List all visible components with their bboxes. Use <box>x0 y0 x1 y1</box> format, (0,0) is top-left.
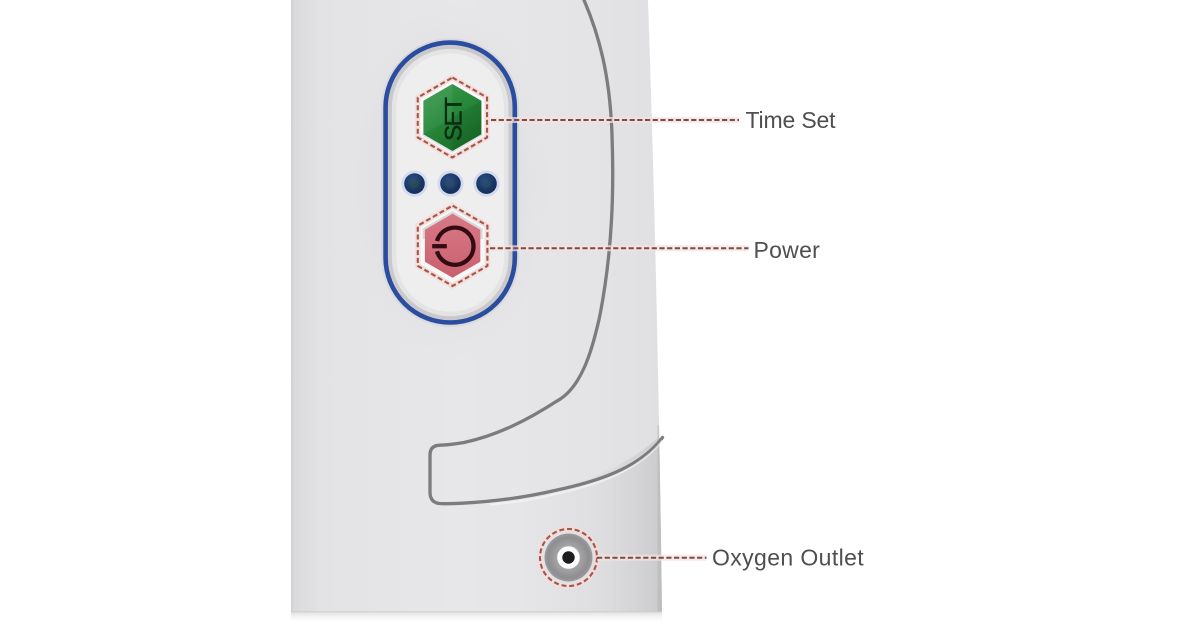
svg-text:SET: SET <box>441 97 468 141</box>
svg-text:Oxygen Outlet: Oxygen Outlet <box>712 544 864 570</box>
svg-text:Power: Power <box>754 237 821 263</box>
svg-text:Time Set: Time Set <box>746 107 837 133</box>
